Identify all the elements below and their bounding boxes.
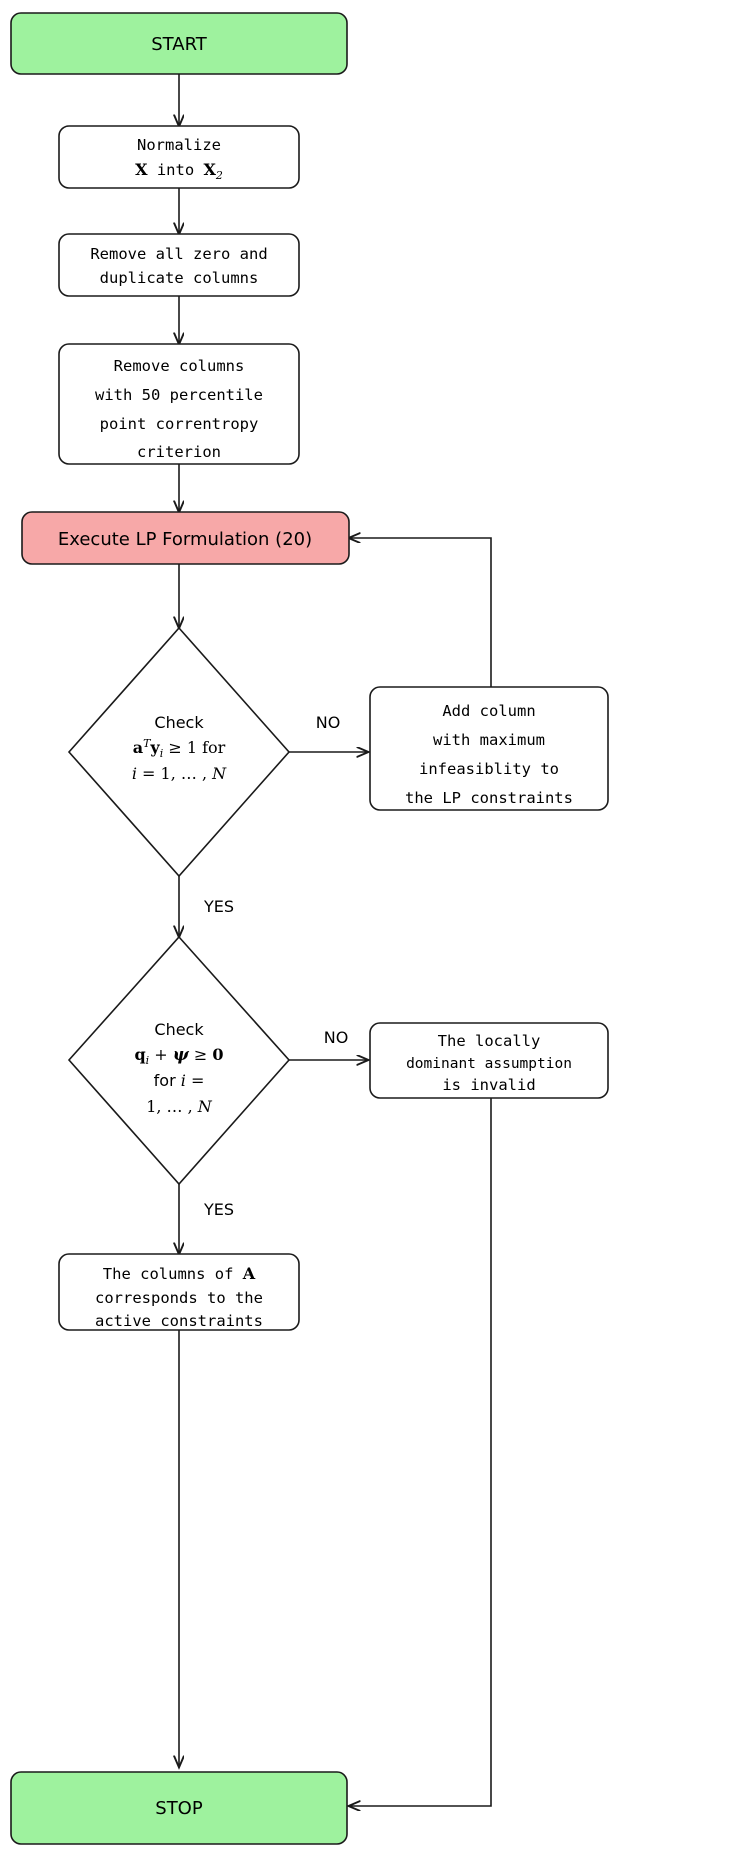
check2-diamond[interactable] — [67, 935, 291, 1186]
check1-line1: Check — [154, 713, 204, 732]
node-check1[interactable]: Check aTyi ≥ 1 for i = 1, … , N — [67, 626, 291, 878]
check2-nums: 1, … , — [146, 1097, 198, 1116]
add-column-line2: with maximum — [433, 731, 545, 749]
check2-N: N — [197, 1097, 213, 1116]
normalize-x2: X — [204, 160, 217, 179]
node-columns-active[interactable]: The columns of A corresponds to the acti… — [58, 1253, 300, 1331]
remove-percentile-line1: Remove columns — [114, 357, 245, 375]
edge-label-no-1: NO — [316, 713, 341, 732]
node-start[interactable]: START — [10, 12, 348, 75]
normalize-into: into — [148, 161, 204, 179]
start-box[interactable] — [10, 12, 348, 75]
locally-dominant-box[interactable] — [369, 1022, 609, 1099]
node-remove-percentile[interactable]: Remove columns with 50 percentile point … — [58, 343, 300, 465]
check2-i: i — [181, 1071, 186, 1090]
check2-for: for — [154, 1071, 181, 1090]
check2-rel: ≥ — [189, 1045, 213, 1064]
edge-label-yes-2: YES — [203, 1200, 234, 1219]
check1-range: = 1, … , — [137, 764, 212, 783]
check2-q: q — [134, 1045, 145, 1064]
node-remove-zero[interactable]: Remove all zero and duplicate columns — [58, 233, 300, 297]
stop-label: STOP — [155, 1798, 203, 1819]
columns-active-prefix: The columns of — [103, 1265, 243, 1283]
columns-active-box[interactable] — [58, 1253, 300, 1331]
remove-percentile-box[interactable] — [58, 343, 300, 465]
execute-lp-label: Execute LP Formulation (20) — [58, 529, 312, 550]
remove-zero-line1: Remove all zero and — [90, 245, 267, 263]
normalize-box[interactable] — [58, 125, 300, 189]
add-column-box[interactable] — [369, 686, 609, 811]
node-normalize[interactable]: Normalize X into X2 — [58, 125, 300, 189]
edge-add-column-feedback-to-execute-lp — [349, 538, 492, 696]
columns-active-line1: The columns of A — [103, 1264, 256, 1283]
normalize-line1: Normalize — [137, 136, 221, 154]
check2-line3: for i = — [154, 1071, 205, 1090]
add-column-line4: the LP constraints — [405, 789, 573, 807]
remove-zero-line2: duplicate columns — [100, 269, 259, 287]
edge-label-yes-1: YES — [203, 897, 234, 916]
add-column-line3: infeasiblity to — [419, 760, 559, 778]
add-column-line1: Add column — [442, 702, 535, 720]
check2-line1: Check — [154, 1020, 204, 1039]
start-label: START — [151, 34, 208, 55]
node-locally-dominant[interactable]: The locally dominant assumption is inval… — [369, 1022, 609, 1099]
check2-line2: qi + ψ ≥ 0 — [134, 1045, 223, 1067]
check2-psi: ψ — [173, 1045, 190, 1065]
locally-dominant-line2: dominant assumption — [406, 1056, 572, 1072]
edge-locally-dominant-feedback-to-stop — [349, 1098, 492, 1806]
remove-percentile-line3: point correntropy — [100, 415, 259, 433]
check1-rel: ≥ 1 for — [163, 738, 225, 757]
check2-line4: 1, … , N — [146, 1097, 213, 1116]
check2-eq: = — [186, 1071, 205, 1090]
locally-dominant-line3: is invalid — [442, 1076, 535, 1094]
check1-a: a — [133, 738, 143, 757]
check2-zero: 0 — [212, 1045, 223, 1064]
remove-percentile-line2: with 50 percentile — [95, 386, 263, 404]
node-check2[interactable]: Check qi + ψ ≥ 0 for i = 1, … , N — [67, 935, 291, 1186]
remove-zero-box[interactable] — [58, 233, 300, 297]
check1-y: y — [149, 738, 160, 757]
edge-label-no-2: NO — [324, 1028, 349, 1047]
remove-percentile-line4: criterion — [137, 443, 221, 461]
check1-line2: aTyi ≥ 1 for — [133, 737, 226, 760]
node-stop[interactable]: STOP — [10, 1771, 348, 1845]
node-add-column[interactable]: Add column with maximum infeasiblity to … — [369, 686, 609, 811]
check2-q-sub: i — [146, 1054, 150, 1067]
locally-dominant-line1: The locally — [438, 1032, 541, 1050]
columns-active-line2: corresponds to the — [95, 1289, 263, 1307]
columns-active-A: A — [242, 1264, 256, 1283]
check1-i: i — [132, 764, 137, 783]
check1-N: N — [211, 764, 227, 783]
normalize-x1: X — [135, 160, 148, 179]
execute-lp-box[interactable] — [21, 511, 350, 565]
check1-diamond[interactable] — [67, 626, 291, 878]
normalize-x2-sub: 2 — [215, 169, 223, 182]
check1-y-sub: i — [160, 747, 164, 760]
node-execute-lp[interactable]: Execute LP Formulation (20) — [21, 511, 350, 565]
normalize-line2: X into X2 — [135, 160, 223, 182]
check2-plus: + — [149, 1045, 173, 1064]
columns-active-line3: active constraints — [95, 1312, 263, 1330]
check1-line3: i = 1, … , N — [132, 764, 227, 783]
check1-transpose: T — [143, 737, 152, 750]
stop-box[interactable] — [10, 1771, 348, 1845]
edges-layer — [179, 74, 492, 1806]
